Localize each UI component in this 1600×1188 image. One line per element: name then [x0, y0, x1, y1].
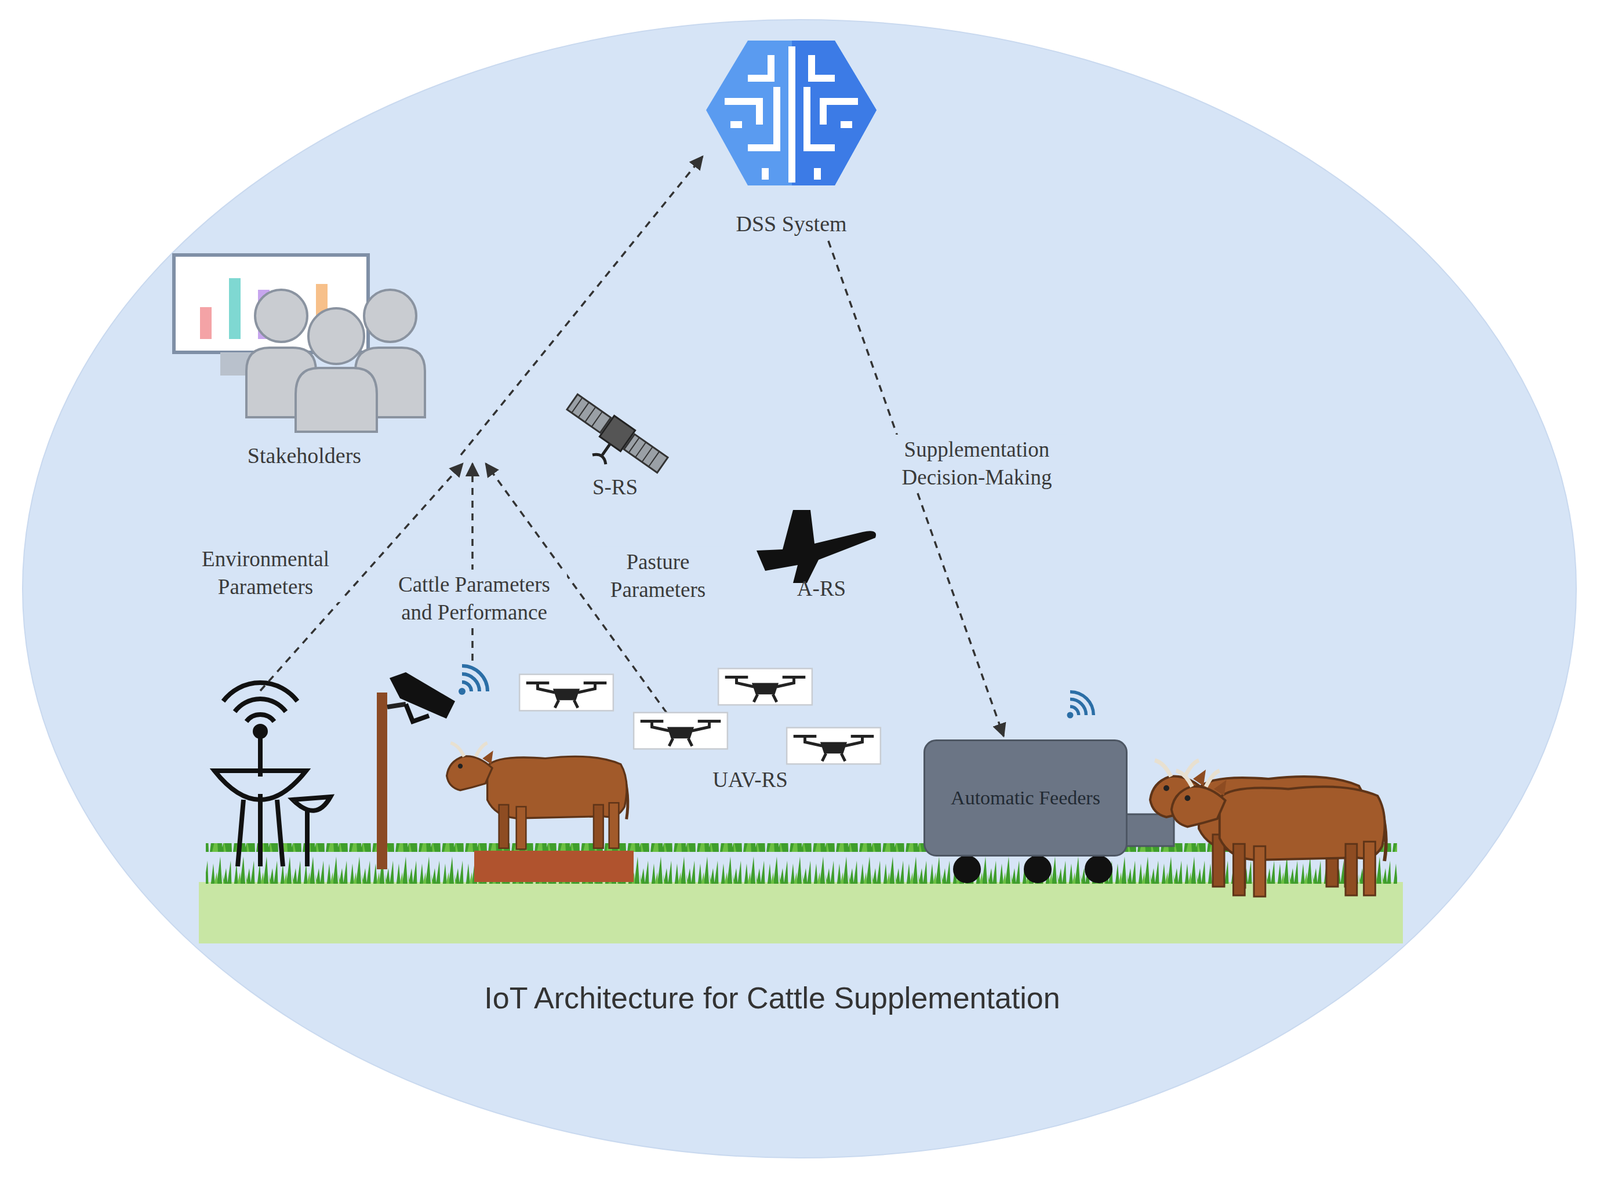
satellite-label: S-RS	[588, 472, 642, 503]
plane-icon	[756, 510, 876, 584]
data-flow-arrows	[260, 156, 703, 714]
brain-icon	[706, 40, 877, 186]
environmental-label: Environmental Parameters	[187, 544, 344, 603]
feeder-box: Automatic Feeders	[923, 739, 1128, 857]
pasture-label: Pasture Parameters	[591, 547, 725, 606]
stakeholders-icon	[173, 255, 425, 432]
edge-label: Supplementation Decision-Making	[886, 434, 1067, 493]
dss-node: DSS System	[689, 34, 893, 238]
uav-label: UAV-RS	[708, 765, 792, 796]
stakeholders-node: Stakeholders	[168, 249, 441, 470]
aircraft-label: A-RS	[793, 573, 850, 605]
node-text: DSS System	[735, 211, 847, 238]
node-text: Stakeholders	[247, 442, 362, 470]
cattle-parameters-label: Cattle Parameters and Performance	[381, 569, 567, 628]
caption: IoT Architecture for Cattle Supplementat…	[484, 980, 1060, 1016]
antenna-icon	[214, 682, 331, 867]
node-text: Automatic Feeders	[950, 786, 1101, 811]
